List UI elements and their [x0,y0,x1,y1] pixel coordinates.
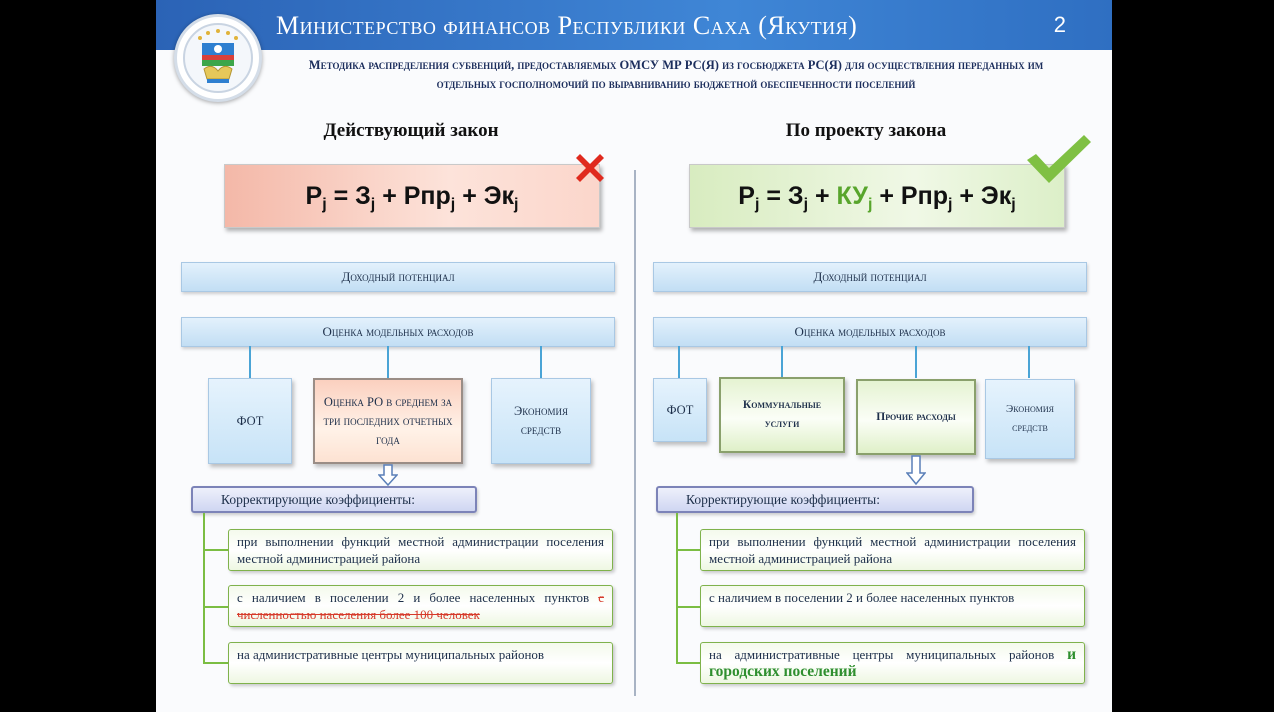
right-corr-label: Корректирующие коэффициенты: [656,486,974,513]
tree-line [676,606,700,608]
connector [249,346,251,378]
tree-line [203,513,205,662]
slide: Министерство финансов Республики Саха (Я… [156,0,1112,712]
right-box-savings: Экономия средств [985,379,1075,459]
right-box-fot: ФОТ [653,378,707,442]
right-item-3: на административные центры муниципальных… [700,642,1085,684]
left-expense-bar: Оценка модельных расходов [181,317,615,347]
added-text: и городских поселений [709,646,1076,680]
tree-line [203,549,228,551]
left-heading: Действующий закон [323,120,499,141]
struck-text: с численностью населения более 100 челов… [237,590,604,622]
connector [1028,346,1030,378]
tree-line [203,606,228,608]
right-expense-bar: Оценка модельных расходов [653,317,1087,347]
left-item-2: с наличием в поселении 2 и более населен… [228,585,613,627]
proposed-formula: Pj = Зj + КУj + Рпрj + Экj [689,164,1065,228]
column-divider [634,170,636,696]
red-cross-icon [576,154,604,182]
right-income-bar: Доходный потенциал [653,262,1087,292]
left-corr-label: Корректирующие коэффициенты: [191,486,477,513]
green-check-icon [1027,135,1091,183]
connector [781,346,783,378]
page-number: 2 [1053,12,1066,37]
connector [540,346,542,378]
tree-line [203,662,228,664]
left-income-bar: Доходный потенциал [181,262,615,292]
left-box-savings: Экономия средств [491,378,591,464]
connector [387,346,389,378]
right-item-2: с наличием в поселении 2 и более населен… [700,585,1085,627]
right-box-other-expenses: Прочие расходы [856,379,976,455]
tree-line [676,513,678,662]
connector [678,346,680,378]
left-box-fot: ФОТ [208,378,292,464]
coat-of-arms-emblem [174,14,262,102]
right-box-utilities: Коммунальные услуги [719,377,845,453]
left-item-1: при выполнении функций местной администр… [228,529,613,571]
right-heading: По проекту закона [785,120,947,141]
down-arrow-icon [378,464,398,486]
slide-subtitle: Методика распределения субвенций, предос… [308,58,1044,91]
current-formula: Pj = Зj + Рпрj + Экj [224,164,600,228]
tree-line [676,549,700,551]
connector [915,346,917,378]
left-box-ro-average: Оценка РО в среднем за три последних отч… [313,378,463,464]
left-item-3: на административные центры муниципальных… [228,642,613,684]
header-title: Министерство финансов Республики Саха (Я… [276,11,858,40]
header-bar: Министерство финансов Республики Саха (Я… [156,0,1112,50]
right-item-1: при выполнении функций местной администр… [700,529,1085,571]
tree-line [676,662,700,664]
down-arrow-icon [906,455,926,485]
